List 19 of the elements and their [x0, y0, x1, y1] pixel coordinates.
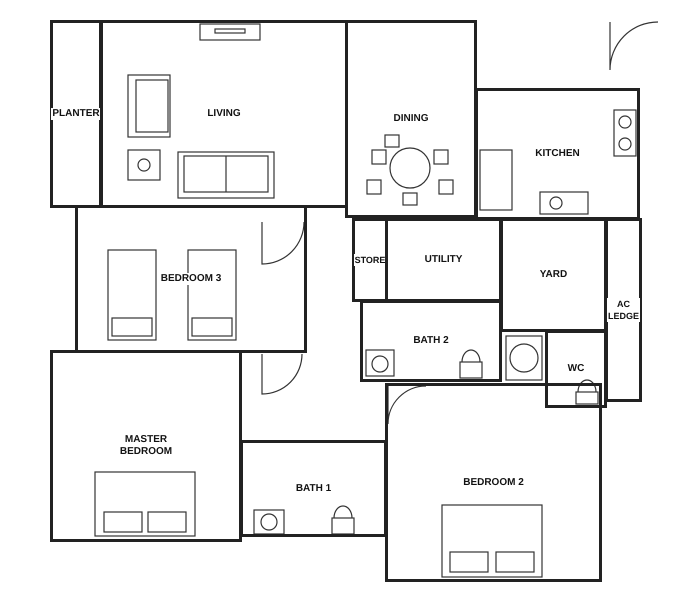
room-outline — [605, 218, 642, 402]
room-outline — [385, 383, 602, 582]
room-outline — [50, 20, 102, 208]
room-label: STORE — [354, 254, 386, 266]
room-label: BEDROOM 3 — [160, 273, 222, 285]
room-label: AC LEDGE — [607, 298, 640, 322]
room-outline — [240, 440, 387, 537]
room-outline — [545, 330, 607, 408]
room-outline — [352, 218, 388, 302]
room-outline — [360, 300, 502, 382]
room-outline — [75, 205, 307, 353]
room-label: PLANTER — [51, 108, 101, 120]
room-label: BEDROOM 2 — [462, 476, 525, 488]
room-outline — [500, 218, 607, 332]
room-outline — [475, 88, 640, 220]
room-outline — [50, 350, 242, 542]
room-outline — [100, 20, 348, 208]
room-outline — [385, 218, 502, 302]
room-outline — [345, 20, 477, 218]
